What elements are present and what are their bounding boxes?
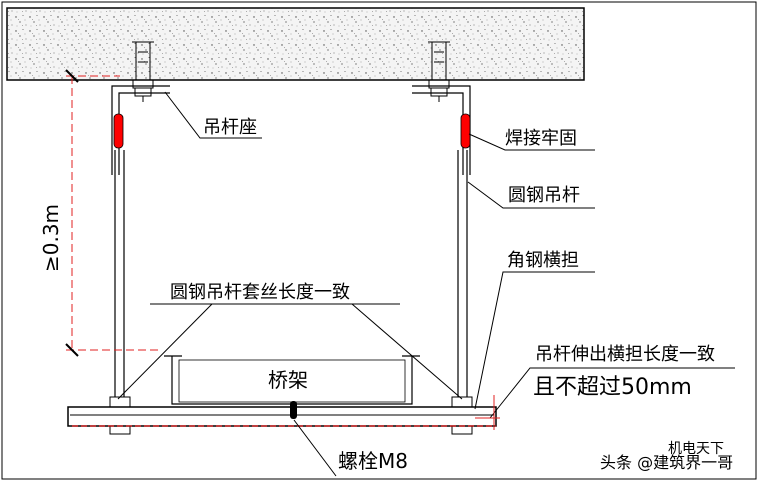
left-weld-mark [113, 113, 124, 149]
extension-marks [475, 395, 500, 430]
watermark-text: 头条 @建筑界一哥 [600, 453, 733, 472]
right-anchor-bolt [428, 41, 450, 102]
left-steel-rod [114, 150, 125, 402]
extension-label-line2: 且不超过50mm [533, 375, 692, 400]
right-steel-rod [457, 150, 468, 402]
left-anchor-bolt [132, 41, 154, 102]
round-steel-rod-label: 圆钢吊杆 [508, 185, 580, 206]
bolt-label: 螺栓M8 [338, 449, 408, 473]
rod-seat-label: 吊杆座 [203, 117, 257, 138]
concrete-slab [6, 7, 585, 81]
extension-label-line1: 吊杆伸出横担长度一致 [535, 344, 715, 365]
right-weld-mark [460, 113, 471, 149]
leader-lines [117, 91, 735, 477]
thread-length-label: 圆钢吊杆套丝长度一致 [170, 282, 350, 303]
angle-steel-bracket [67, 406, 497, 427]
angle-bracket-label: 角钢横担 [507, 250, 579, 271]
weld-label: 焊接牢固 [505, 128, 577, 149]
height-dimension [65, 69, 160, 357]
height-dimension-label: ≥0.3m [39, 204, 63, 272]
bolt-m8-mark [290, 401, 297, 419]
cable-tray-label: 桥架 [268, 368, 308, 392]
watermark-faint: 机电天下 [668, 441, 724, 457]
